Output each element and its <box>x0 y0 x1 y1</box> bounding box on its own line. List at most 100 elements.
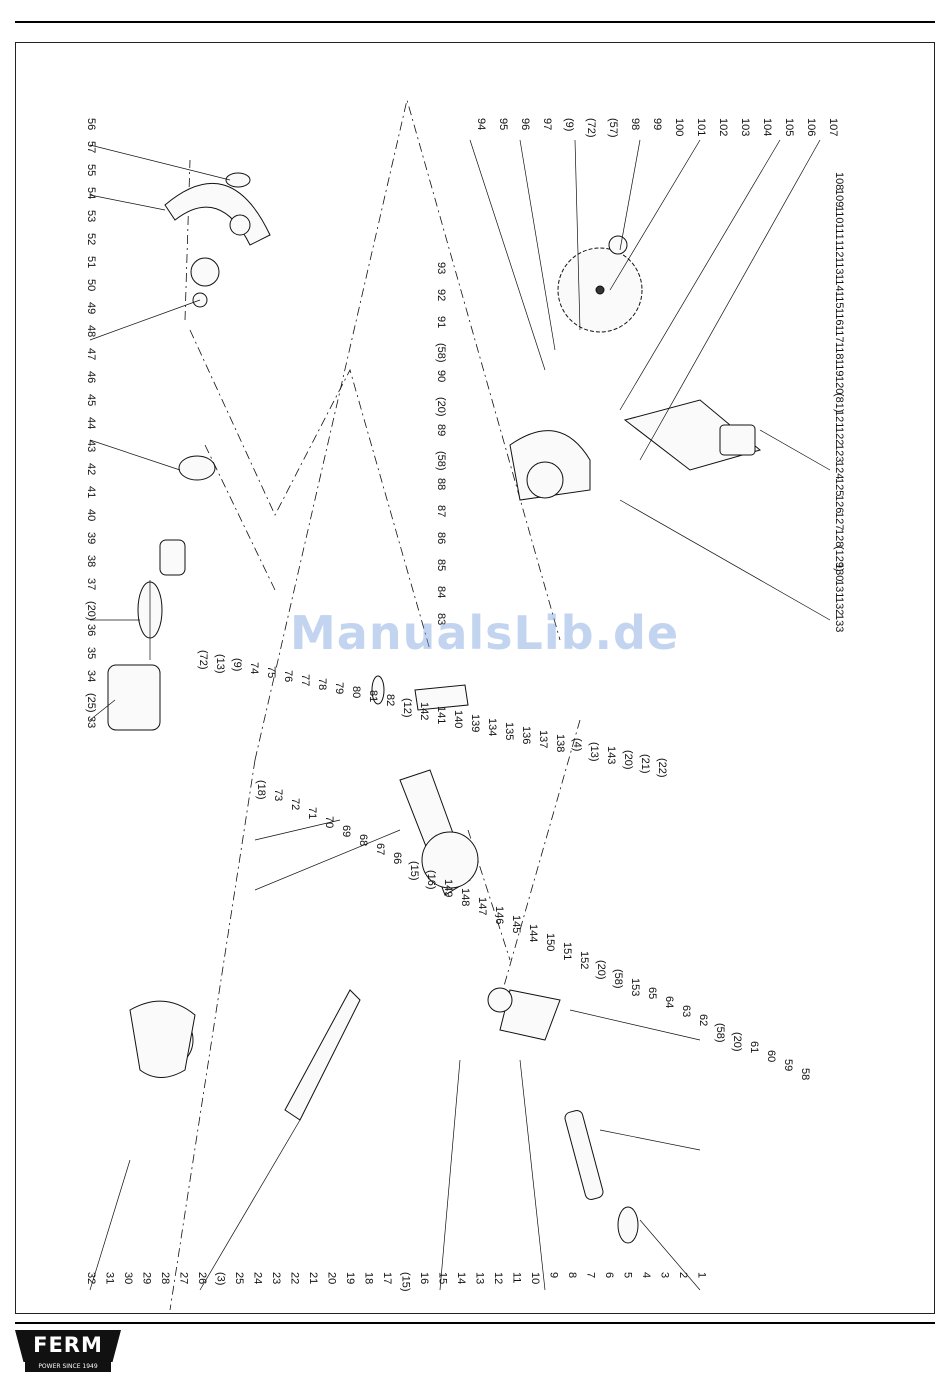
part-number-label: 36 <box>85 624 97 636</box>
part-number-label: 95 <box>497 118 509 130</box>
part-number-label: (20) <box>85 601 97 621</box>
part-number-label: 152 <box>578 951 590 969</box>
part-number-label: 110 <box>833 206 845 224</box>
part-number-label: 149 <box>442 879 454 897</box>
part-number-label: (72) <box>197 650 209 670</box>
part-number-label: 147 <box>476 897 488 915</box>
part-number-label: (58) <box>612 969 624 989</box>
part-number-label: 17 <box>381 1272 393 1284</box>
part-number-label: 21 <box>307 1272 319 1284</box>
part-number-label: (13) <box>588 742 600 762</box>
part-number-label: 26 <box>196 1272 208 1284</box>
part-number-label: 37 <box>85 578 97 590</box>
part-number-label: 103 <box>739 118 751 136</box>
part-number-label: 105 <box>783 118 795 136</box>
part-number-label: (20) <box>622 750 634 770</box>
watermark-text: ManualsLib.de <box>290 606 680 660</box>
part-number-label: 32 <box>85 1272 97 1284</box>
part-number-label: 132 <box>833 597 845 615</box>
part-number-label: (13) <box>214 654 226 674</box>
part-number-label: 69 <box>340 825 352 837</box>
part-number-label: 59 <box>782 1059 794 1071</box>
part-number-label: 122 <box>833 427 845 445</box>
part-number-label: (21) <box>639 754 651 774</box>
part-number-label: 148 <box>459 888 471 906</box>
part-number-label: 48 <box>85 325 97 337</box>
part-number-label: 63 <box>680 1005 692 1017</box>
part-number-label: (81) <box>833 393 845 413</box>
part-number-label: 140 <box>452 710 464 728</box>
part-number-label: 108 <box>833 172 845 190</box>
part-number-label: 134 <box>486 718 498 736</box>
motor-assembly <box>107 455 216 731</box>
part-number-label: 104 <box>761 118 773 136</box>
part-number-label: 151 <box>561 942 573 960</box>
part-number-label: 101 <box>695 118 707 136</box>
part-number-label: 111 <box>833 223 845 240</box>
part-number-label: (58) <box>435 451 447 471</box>
part-number-label: 77 <box>299 674 311 686</box>
part-number-label: 150 <box>544 933 556 951</box>
part-number-label: 96 <box>519 118 531 130</box>
part-number-label: 23 <box>270 1272 282 1284</box>
logo-tagline: POWER SINCE 1949 <box>25 1362 111 1372</box>
part-number-label: 91 <box>435 316 447 328</box>
part-number-label: 22 <box>289 1272 301 1284</box>
part-number-label: 47 <box>85 348 97 360</box>
part-number-label: 20 <box>326 1272 338 1284</box>
part-number-label: 45 <box>85 394 97 406</box>
part-number-label: 112 <box>833 240 845 258</box>
zigzag-guide-line-3 <box>204 444 276 591</box>
part-number-label: 51 <box>85 256 97 268</box>
part-number-label: (15) <box>408 861 420 881</box>
part-number-label: 34 <box>85 670 97 682</box>
part-number-label: 136 <box>520 726 532 744</box>
part-number-label: 73 <box>272 789 284 801</box>
leader-lines <box>89 139 831 1291</box>
part-number-label: 27 <box>178 1272 190 1284</box>
part-number-label: 106 <box>805 118 817 136</box>
part-number-label: 7 <box>585 1272 597 1278</box>
part-number-label: 84 <box>435 586 447 598</box>
part-number-label: 18 <box>363 1272 375 1284</box>
part-number-label: 30 <box>122 1272 134 1284</box>
part-number-label: 145 <box>510 915 522 933</box>
part-number-label: (9) <box>563 118 575 131</box>
ferm-logo: FERM POWER SINCE 1949 <box>15 1330 121 1376</box>
part-number-label: (22) <box>656 758 668 778</box>
part-number-label: 138 <box>554 734 566 752</box>
part-number-label: 92 <box>435 289 447 301</box>
part-number-label: 54 <box>85 187 97 199</box>
part-number-label: 87 <box>435 505 447 517</box>
part-number-label: 11 <box>511 1272 523 1283</box>
zigzag-guide-line <box>254 99 561 761</box>
part-number-label: 116 <box>833 308 845 326</box>
part-number-label: 72 <box>289 798 301 810</box>
part-number-label: 107 <box>827 118 839 136</box>
part-number-label: (15) <box>400 1272 412 1292</box>
part-number-label: 52 <box>85 233 97 245</box>
part-number-label: 137 <box>537 730 549 748</box>
part-number-label: 50 <box>85 279 97 291</box>
part-number-label: 55 <box>85 164 97 176</box>
part-number-label: 13 <box>474 1272 486 1284</box>
part-number-label: 97 <box>541 118 553 130</box>
part-number-label: 42 <box>85 463 97 475</box>
saw-blade-head <box>509 235 762 501</box>
part-number-label: 79 <box>333 682 345 694</box>
part-number-label: 57 <box>85 141 97 153</box>
part-number-label: 14 <box>455 1272 467 1284</box>
part-number-label: 118 <box>833 342 845 360</box>
part-number-label: 109 <box>833 189 845 207</box>
part-number-label: 75 <box>265 666 277 678</box>
part-number-label: 67 <box>374 843 386 855</box>
part-number-label: 31 <box>104 1272 116 1284</box>
part-number-label: 68 <box>357 834 369 846</box>
part-number-label: 117 <box>833 325 845 343</box>
part-number-label: 127 <box>833 512 845 530</box>
part-number-label: 19 <box>344 1272 356 1284</box>
saw-arm <box>371 675 479 896</box>
part-number-label: 9 <box>548 1272 560 1278</box>
part-number-label: 70 <box>323 816 335 828</box>
part-number-label: (57) <box>607 118 619 138</box>
